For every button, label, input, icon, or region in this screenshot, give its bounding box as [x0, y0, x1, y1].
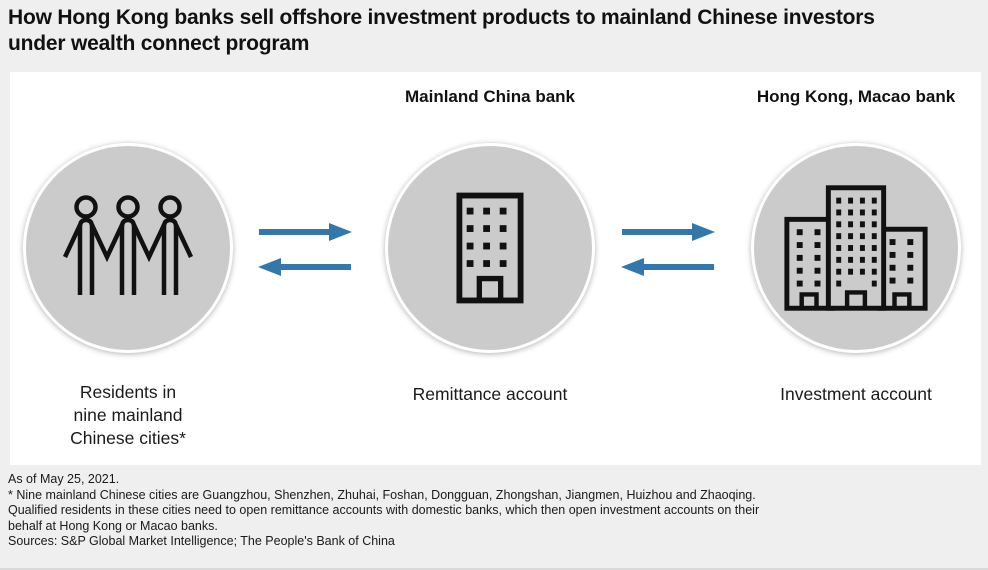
- arrow-left-icon: [621, 258, 714, 276]
- as-of-date: As of May 25, 2021.: [8, 472, 120, 486]
- remittance-account-label: Remittance account: [412, 384, 568, 404]
- arrow-right-icon: [259, 223, 352, 241]
- investment-node-circle: [751, 143, 961, 353]
- investment-account-label: Investment account: [780, 384, 932, 404]
- page-title: How Hong Kong banks sell offshore invest…: [8, 5, 982, 57]
- page-title-line-1: How Hong Kong banks sell offshore invest…: [8, 6, 875, 29]
- residents-label: Residents in nine mainland Chinese citie…: [70, 382, 186, 448]
- flow-arrows-left: [258, 223, 352, 276]
- footnote-line-1: * Nine mainland Chinese cities are Guang…: [8, 487, 756, 502]
- column-header-mainland-china-bank: Mainland China bank: [404, 87, 576, 106]
- bank-buildings-icon: [784, 185, 928, 311]
- flow-arrows-right: [621, 223, 715, 276]
- people-icon: [62, 195, 194, 295]
- footnote-line-2: Qualified residents in these cities need…: [8, 503, 760, 518]
- remittance-node-circle: [385, 143, 595, 353]
- sources-line: Sources: S&P Global Market Intelligence;…: [8, 534, 395, 549]
- footnote-line-3: behalf at Hong Kong or Macao banks.: [8, 518, 218, 533]
- bank-building-icon: [456, 192, 524, 304]
- arrow-left-icon: [258, 258, 351, 276]
- footnotes: As of May 25, 2021. * Nine mainland Chin…: [8, 472, 984, 550]
- column-header-hong-kong-macao-bank: Hong Kong, Macao bank: [756, 87, 956, 106]
- residents-node-circle: [23, 143, 233, 353]
- arrow-right-icon: [622, 223, 715, 241]
- page-title-line-2: under wealth connect program: [8, 32, 310, 55]
